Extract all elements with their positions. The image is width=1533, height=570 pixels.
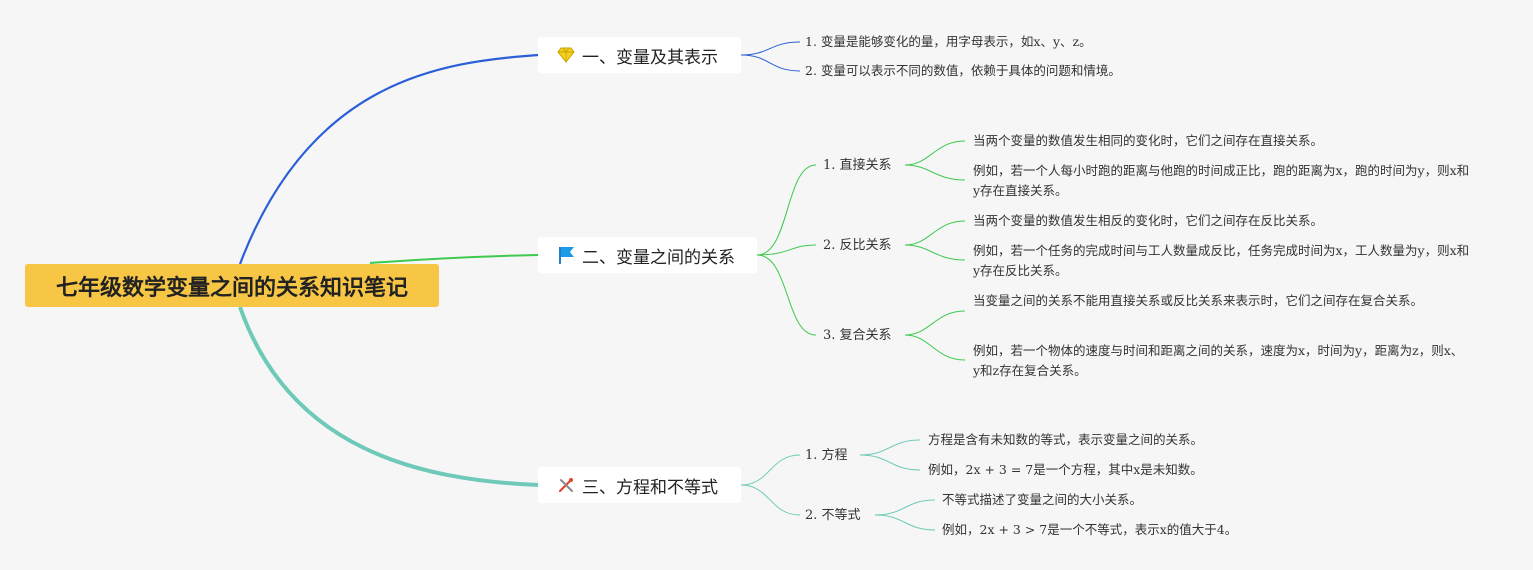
subtopic-compound[interactable]: 3. 复合关系 [823, 328, 892, 343]
topic-variables[interactable]: 一、变量及其表示 [538, 37, 741, 73]
subtopic-direct[interactable]: 1. 直接关系 [823, 158, 892, 173]
leaf-text[interactable]: 2. 变量可以表示不同的数值，依赖于具体的问题和情境。 [805, 63, 1121, 78]
gem-icon [556, 45, 576, 65]
topic-label: 一、变量及其表示 [582, 47, 718, 68]
subtopic-inverse[interactable]: 2. 反比关系 [823, 238, 892, 253]
subtopic-inequality[interactable]: 2. 不等式 [805, 508, 861, 523]
topic-equations[interactable]: 三、方程和不等式 [538, 467, 741, 503]
root-topic[interactable]: 七年级数学变量之间的关系知识笔记 [25, 264, 439, 307]
topic-label: 二、变量之间的关系 [582, 247, 735, 268]
subtopic-equation[interactable]: 1. 方程 [805, 448, 848, 463]
topic-label: 三、方程和不等式 [582, 477, 718, 498]
tools-icon [556, 475, 576, 495]
flag-icon [556, 245, 576, 265]
leaf-text[interactable]: 不等式描述了变量之间的大小关系。 [942, 492, 1143, 507]
leaf-text[interactable]: 1. 变量是能够变化的量，用字母表示，如x、y、z。 [805, 34, 1092, 49]
leaf-text[interactable]: 当两个变量的数值发生相同的变化时，它们之间存在直接关系。 [973, 133, 1324, 148]
root-title: 七年级数学变量之间的关系知识笔记 [55, 275, 408, 301]
topic-relations[interactable]: 二、变量之间的关系 [538, 237, 757, 273]
leaf-text[interactable]: 当两个变量的数值发生相反的变化时，它们之间存在反比关系。 [973, 213, 1324, 228]
leaf-text[interactable]: 例如，2x + 3 = 7是一个方程，其中x是未知数。 [928, 462, 1203, 477]
leaf-text[interactable]: 方程是含有未知数的等式，表示变量之间的关系。 [928, 432, 1204, 447]
branch-1-connector [238, 53, 539, 265]
leaf-text[interactable]: 例如，若一个人每小时跑的距离与他跑的时间成正比，跑的距离为x，跑的时间为y，则x… [973, 163, 1470, 198]
leaf-text[interactable]: 当变量之间的关系不能用直接关系或反比关系来表示时，它们之间存在复合关系。 [973, 293, 1424, 308]
branch-2-connector [369, 254, 539, 264]
leaf-text[interactable]: 例如，若一个任务的完成时间与工人数量成反比，任务完成时间为x，工人数量为y，则x… [973, 243, 1470, 278]
leaf-text[interactable]: 例如，2x + 3 > 7是一个不等式，表示x的值大于4。 [942, 522, 1238, 537]
leaf-text[interactable]: 例如，若一个物体的速度与时间和距离之间的关系，速度为x，时间为y，距离为z，则x… [973, 343, 1464, 378]
branch-3-connector [238, 306, 539, 487]
